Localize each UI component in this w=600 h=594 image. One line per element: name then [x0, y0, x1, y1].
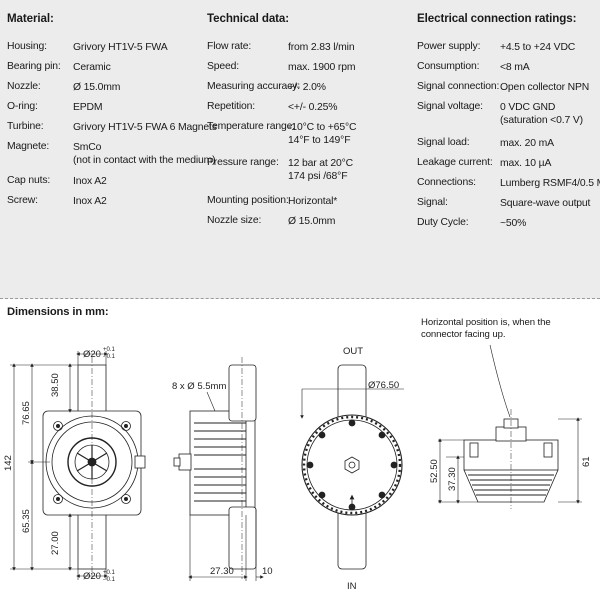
material-value: Grivory HT1V-5 FWA 6 Magnets [73, 122, 217, 133]
front-bottom-part: 27.00 [50, 531, 61, 555]
electrical-label: Consumption: [417, 61, 480, 72]
electrical-value: max. 10 µA [500, 158, 552, 169]
material-label: Bearing pin: [7, 61, 61, 72]
electrical-value: <8 mA [500, 62, 530, 73]
electrical-value: ~50% [500, 218, 527, 229]
technical-label: Repetition: [207, 101, 256, 112]
material-label: Cap nuts: [7, 175, 51, 186]
technical-label: Speed: [207, 61, 240, 72]
technical-value-line2: 14°F to 149°F [288, 135, 351, 146]
material-value: Ø 15.0mm [73, 82, 121, 93]
electrical-label: Leakage current: [417, 157, 493, 168]
technical-title: Technical data: [207, 12, 290, 25]
side-holes-label: 8 x Ø 5.5mm [172, 381, 226, 392]
technical-value: +/- 2.0% [288, 82, 326, 93]
technical-label: Pressure range: [207, 157, 279, 168]
material-value: EPDM [73, 102, 103, 113]
front-upper-height: 76.65 [21, 401, 32, 425]
technical-label: Nozzle size: [207, 215, 262, 226]
electrical-value: Square-wave output [500, 198, 591, 209]
electrical-label: Signal connection: [417, 81, 500, 92]
electrical-label: Signal load: [417, 137, 470, 148]
material-value: Inox A2 [73, 196, 107, 207]
material-column: Material: Housing: Grivory HT1V-5 FWA Beari… [7, 12, 217, 207]
electrical-ratings-column: Electrical connection ratings: Power supp… [417, 12, 600, 229]
profile-view-drawing [463, 409, 559, 509]
front-top-part: 38.50 [50, 373, 61, 397]
front-view-drawing [42, 357, 146, 579]
svg-text:- 0.1: - 0.1 [103, 354, 116, 360]
material-label: Magnete: [7, 141, 50, 152]
electrical-value: Open collector NPN [500, 82, 590, 93]
rear-out-label: OUT [343, 346, 363, 357]
side-flange: 10 [262, 566, 273, 577]
front-lower-height: 65.35 [21, 509, 32, 533]
electrical-value: Lumberg RSMF4/0.5 M [500, 178, 600, 189]
front-dia-bottom: Ø20 [83, 571, 101, 582]
front-total-height: 142 [3, 455, 14, 471]
material-value: Inox A2 [73, 176, 107, 187]
profile-height-1: 52.50 [429, 459, 440, 483]
material-label: Housing: [7, 41, 47, 52]
technical-value: <+/- 0.25% [288, 102, 338, 113]
electrical-label: Duty Cycle: [417, 217, 469, 228]
technical-label: Temperature range: [207, 121, 295, 132]
material-value: SmCo [73, 142, 102, 153]
profile-height-3: 61 [581, 456, 592, 467]
technical-value: -10°C to +65°C [288, 122, 357, 133]
technical-value: max. 1900 rpm [288, 62, 356, 73]
dimensions-title: Dimensions in mm: [7, 306, 109, 318]
electrical-label: Power supply: [417, 41, 481, 52]
rear-diameter: Ø76.50 [368, 380, 399, 391]
side-view-drawing [173, 357, 257, 579]
electrical-title: Electrical connection ratings: [417, 12, 577, 25]
svg-text:+0.1: +0.1 [103, 570, 116, 576]
material-value: Ceramic [73, 62, 111, 73]
technical-data-column: Technical data: Flow rate: from 2.83 l/min… [207, 12, 407, 227]
technical-value: 12 bar at 20°C [288, 158, 354, 169]
electrical-value-line2: (saturation <0.7 V) [500, 115, 583, 126]
front-dia-top: Ø20 [83, 349, 101, 360]
svg-text:+0.1: +0.1 [103, 347, 116, 353]
rear-in-label: IN [347, 581, 357, 592]
rear-view-drawing [301, 364, 403, 570]
electrical-label: Connections: [417, 177, 476, 188]
electrical-label: Signal: [417, 197, 448, 208]
side-depth: 27.30 [210, 566, 234, 577]
material-title: Material: [7, 12, 54, 25]
specification-panel: Material: Housing: Grivory HT1V-5 FWA Beari… [7, 12, 600, 229]
svg-text:- 0.1: - 0.1 [103, 577, 116, 583]
material-label: Screw: [7, 195, 38, 206]
material-value: Grivory HT1V-5 FWA [73, 42, 168, 53]
material-label: Nozzle: [7, 81, 41, 92]
electrical-label: Signal voltage: [417, 101, 483, 112]
material-label: Turbine: [7, 121, 44, 132]
dimensions-panel: Dimensions in mm: Horizontal position is… [0, 299, 600, 594]
technical-label: Mounting position: [207, 195, 289, 206]
profile-height-2: 37.30 [447, 467, 458, 491]
technical-value: Ø 15.0mm [288, 216, 336, 227]
electrical-value: +4.5 to +24 VDC [500, 42, 576, 53]
technical-label: Measuring accuracy: [207, 81, 301, 92]
technical-value: from 2.83 l/min [288, 42, 355, 53]
electrical-value: max. 20 mA [500, 138, 554, 149]
material-value-line2: (not in contact with the medium) [73, 155, 216, 166]
material-label: O-ring: [7, 101, 38, 112]
technical-label: Flow rate: [207, 41, 252, 52]
mounting-note: Horizontal position is, when the connect… [421, 317, 551, 340]
dimension-drawings: Ø20 +0.1 - 0.1 Ø20 +0.1 - 0.1 142 76.65 … [3, 344, 592, 592]
technical-value-line2: 174 psi /68°F [288, 171, 348, 182]
technical-value: Horizontal* [288, 196, 338, 207]
section-divider [0, 298, 600, 299]
electrical-value: 0 VDC GND [500, 102, 556, 113]
